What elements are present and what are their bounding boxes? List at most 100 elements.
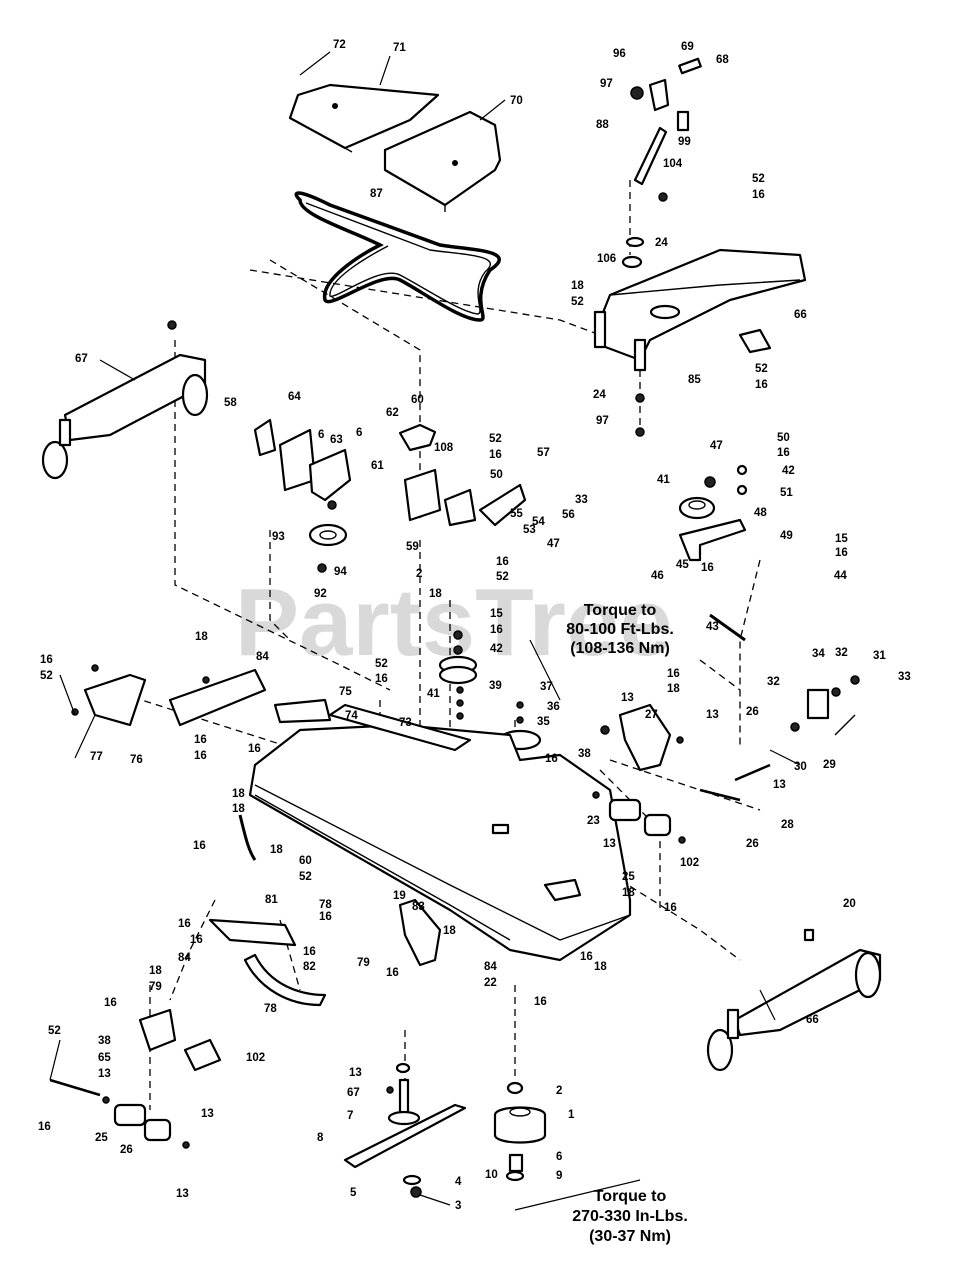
callout: 16	[752, 189, 765, 201]
callout: 37	[540, 681, 553, 693]
gearbox-assembly	[253, 418, 527, 573]
callout: 9	[556, 1170, 562, 1182]
deck-side-bracket-right	[600, 675, 860, 802]
callout: 26	[746, 706, 759, 718]
callout: 18	[270, 844, 283, 856]
callout: 74	[345, 710, 358, 722]
callout: 4	[455, 1176, 462, 1188]
callout: 16	[667, 668, 680, 680]
callout: 56	[562, 509, 575, 521]
callout: 18	[232, 803, 245, 815]
callout: 94	[334, 566, 347, 578]
callout: 52	[571, 296, 584, 308]
lower-left-brackets	[138, 814, 327, 1072]
belt-cover-right	[383, 110, 502, 212]
callout: 50	[777, 432, 790, 444]
callout: 1	[568, 1109, 575, 1121]
callout: 81	[265, 894, 278, 906]
callout: 16	[303, 946, 316, 958]
callout: 24	[655, 237, 668, 249]
callout: 53	[523, 524, 536, 536]
callout: 52	[40, 670, 53, 682]
callout: 2	[556, 1085, 562, 1097]
callout: 72	[333, 39, 346, 51]
callout: 13	[349, 1067, 362, 1079]
callout: 13	[621, 692, 634, 704]
callout: 33	[898, 671, 911, 683]
callout: 25	[95, 1132, 108, 1144]
callout: 42	[782, 465, 795, 477]
caster-wheel-arm-right	[706, 928, 882, 1072]
callout: 18	[571, 280, 584, 292]
callout: 8	[317, 1132, 324, 1144]
callout: 70	[510, 95, 523, 107]
callout: 5	[350, 1187, 357, 1199]
callout: 49	[780, 530, 793, 542]
callout: 97	[600, 78, 613, 90]
callout: 18	[429, 588, 442, 600]
callout: 18	[594, 961, 607, 973]
callout: 16	[701, 562, 714, 574]
deck-side-brackets-left	[71, 664, 332, 727]
callout: 16	[375, 673, 388, 685]
callout: 52	[752, 173, 765, 185]
callout: 69	[681, 41, 694, 53]
callout: 87	[370, 188, 383, 200]
leader-lines	[49, 51, 801, 1211]
callout: 6	[556, 1151, 562, 1163]
callout: 16	[319, 911, 332, 923]
callout: 78	[264, 1003, 277, 1015]
callout: 16	[193, 840, 206, 852]
callout: 60	[411, 394, 424, 406]
callout: 78	[319, 899, 332, 911]
callout: 84	[256, 651, 269, 663]
callout: 16	[104, 997, 117, 1009]
callout: 57	[537, 447, 550, 459]
callout: 99	[678, 136, 691, 148]
callout: 66	[806, 1014, 819, 1026]
callout: 18	[622, 887, 635, 899]
callout: 96	[613, 48, 626, 60]
callout: 26	[746, 838, 759, 850]
callout: 16	[386, 967, 399, 979]
callout: 52	[48, 1025, 61, 1037]
callout: 34	[812, 648, 825, 660]
rear-deflector-bracket	[398, 898, 442, 967]
callout: 65	[98, 1052, 111, 1064]
callout: 38	[578, 748, 591, 760]
callout: 67	[75, 353, 88, 365]
callout: 58	[224, 397, 237, 409]
callout: 24	[593, 389, 606, 401]
callout: 73	[399, 717, 412, 729]
callout: 13	[176, 1188, 189, 1200]
callout: 18	[667, 683, 680, 695]
callout: 47	[547, 538, 560, 550]
callout: 36	[547, 701, 560, 713]
callout: 55	[510, 508, 523, 520]
callout: 45	[676, 559, 689, 571]
callout: 13	[603, 838, 616, 850]
anti-scalp-rollers-left	[49, 1078, 190, 1149]
callout: 88	[596, 119, 609, 131]
callout: 32	[767, 676, 780, 688]
callout: 16	[248, 743, 261, 755]
callout: 61	[371, 460, 384, 472]
callout: 16	[490, 624, 503, 636]
callout: 15	[490, 608, 503, 620]
anti-scalp-rollers-right	[592, 791, 686, 844]
callout: 66	[794, 309, 807, 321]
torque-note-line: (108-136 Nm)	[570, 640, 670, 657]
callout: 79	[149, 981, 162, 993]
torque-note-line: 270-330 In-Lbs.	[572, 1208, 688, 1225]
belt-cover-left	[288, 83, 440, 153]
callout: 20	[843, 898, 856, 910]
assembly-dashed-lines	[109, 180, 761, 1110]
torque-note-lower: Torque to 270-330 In-Lbs. (30-37 Nm)	[572, 1188, 688, 1245]
callout: 54	[532, 516, 545, 528]
callout: 16	[40, 654, 53, 666]
callout: 16	[835, 547, 848, 559]
callout: 62	[386, 407, 399, 419]
callout: 32	[835, 647, 848, 659]
callout: 51	[780, 487, 793, 499]
